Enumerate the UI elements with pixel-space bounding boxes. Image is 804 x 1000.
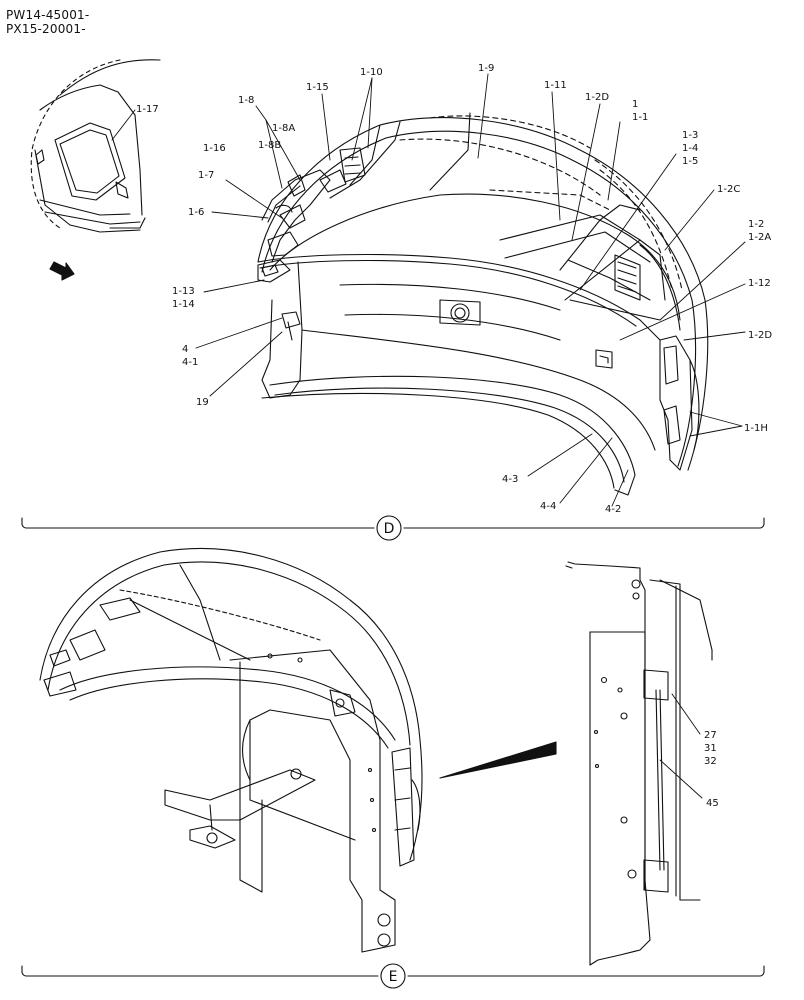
section-e-label: E <box>389 969 398 985</box>
model-code-line1: PW14-45001- <box>6 8 90 22</box>
callout-1-8: 1-8 <box>238 95 254 106</box>
callout-1-3: 1-3 <box>682 130 698 141</box>
callout-1-4: 1-4 <box>682 143 698 154</box>
model-code-line2: PX15-20001- <box>6 22 86 36</box>
lower-cover-assembly <box>39 547 423 953</box>
callout-1-15: 1-15 <box>306 82 329 93</box>
section-d-marker <box>376 515 402 541</box>
inset-detail-view <box>30 59 161 233</box>
detail-pointer <box>439 741 557 779</box>
callout-1-12: 1-12 <box>748 278 771 289</box>
callout-4-2: 4-2 <box>605 504 621 515</box>
callout-1-17: 1-17 <box>136 104 159 115</box>
callout-1-11: 1-11 <box>544 80 567 91</box>
upper-cover-assembly <box>257 112 709 471</box>
callout-1-7: 1-7 <box>198 170 214 181</box>
callout-31: 31 <box>704 743 717 754</box>
callout-27: 27 <box>704 730 717 741</box>
callout-19: 19 <box>196 397 209 408</box>
callout-4-4: 4-4 <box>540 501 556 512</box>
upper-callout-labels: 1-17 1-8 1-8A 1-8B 1-15 1-10 1-9 1-11 1-… <box>136 63 772 515</box>
callout-1-9: 1-9 <box>478 63 494 74</box>
section-bracket-e <box>21 965 765 977</box>
section-e-marker <box>380 963 406 989</box>
callout-4-3: 4-3 <box>502 474 518 485</box>
callout-1-2a: 1-2A <box>748 232 771 243</box>
callout-4-1: 4-1 <box>182 357 198 368</box>
leader-lines <box>111 73 746 799</box>
inner-body-panel <box>257 253 661 496</box>
callout-1-6: 1-6 <box>188 207 204 218</box>
callout-32: 32 <box>704 756 717 767</box>
callout-1-13: 1-13 <box>172 286 195 297</box>
hinge-detail-view <box>565 561 713 966</box>
callout-4: 4 <box>182 344 188 355</box>
section-bracket-d <box>21 517 765 529</box>
callout-1-16: 1-16 <box>203 143 226 154</box>
callout-1-1h: 1-1H <box>744 423 768 434</box>
lower-callout-labels: 27 31 32 45 <box>704 730 719 809</box>
view-arrow-icon <box>49 261 75 281</box>
callout-1-2d-top: 1-2D <box>585 92 609 103</box>
callout-45: 45 <box>706 798 719 809</box>
left-frame-and-hinges <box>257 147 366 341</box>
callout-1-2: 1-2 <box>748 219 764 230</box>
callout-1-1: 1-1 <box>632 112 648 123</box>
callout-1-5: 1-5 <box>682 156 698 167</box>
callout-1-8b: 1-8B <box>258 140 281 151</box>
callout-1-8a: 1-8A <box>272 123 295 134</box>
callout-1-2d-right: 1-2D <box>748 330 772 341</box>
callout-1-10: 1-10 <box>360 67 383 78</box>
section-d-label: D <box>384 521 395 537</box>
callout-1: 1 <box>632 99 638 110</box>
callout-1-14: 1-14 <box>172 299 195 310</box>
callout-1-2c: 1-2C <box>717 184 740 195</box>
